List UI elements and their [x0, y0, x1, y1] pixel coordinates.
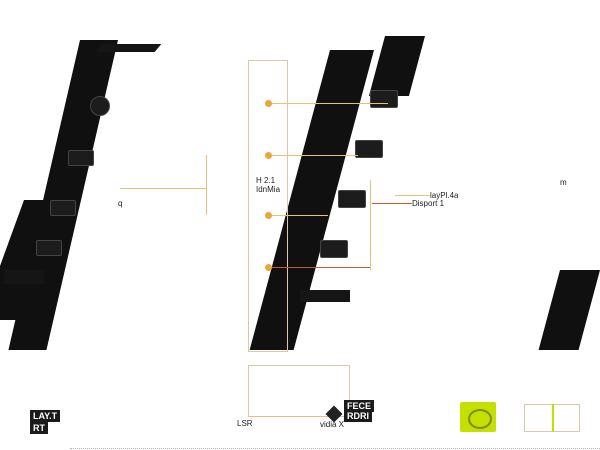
hdmi-version-label: H 2.1: [256, 176, 276, 185]
center-port-3: [338, 190, 366, 208]
displayport-label: Disport 1: [412, 199, 445, 208]
left-port-4: [36, 240, 62, 256]
gpu-badge: FECE RDRI vidia X: [320, 400, 386, 430]
hdmi-label: IdnMia: [256, 185, 281, 194]
bottom-dotted-rule: [70, 448, 600, 449]
badge-line-3: vidia X: [320, 420, 345, 429]
bottom-left-line-1: LAY.T: [30, 410, 61, 422]
center-port-4: [320, 240, 348, 258]
center-port-1: [370, 90, 398, 108]
displayport-version-label: layPl.4a: [430, 191, 459, 200]
badge-line-2: RDRI: [344, 410, 372, 422]
marker-dot-1: [265, 100, 272, 107]
bottom-left-port-label: LSR: [237, 419, 253, 428]
center-port-2: [355, 140, 383, 158]
left-mark: q: [118, 199, 123, 208]
badge-line-1: FECE: [344, 400, 375, 412]
left-port-2: [68, 150, 94, 166]
marker-dot-2: [265, 152, 272, 159]
right-bracket: [538, 270, 600, 350]
marker-dot-3: [265, 212, 272, 219]
nvidia-chip-icon: [460, 402, 496, 432]
connector-frame: [248, 60, 288, 352]
bottom-left-badge: LAY.T RT: [30, 408, 90, 438]
marker-dot-4: [265, 264, 272, 271]
left-port-1: [90, 96, 110, 116]
bottom-left-line-2: RT: [30, 422, 48, 434]
right-mark: m: [560, 178, 567, 187]
left-port-3: [50, 200, 76, 216]
